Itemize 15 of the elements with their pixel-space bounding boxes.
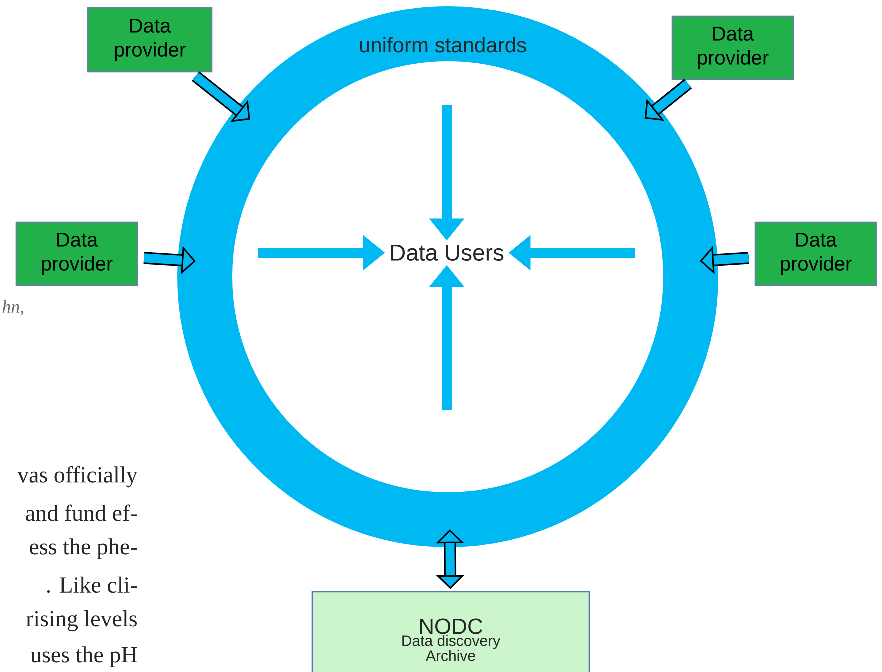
page-text: rising levels xyxy=(26,610,137,632)
page-text: hn, xyxy=(2,300,24,316)
page-text: uses the pH xyxy=(30,646,138,668)
page-text: . Like cli- xyxy=(47,576,137,594)
arrow xyxy=(644,79,692,122)
archive-box: NODC Data discovery Archive xyxy=(312,591,590,672)
page-text: ess the phe- xyxy=(30,538,137,560)
page-text: and fund ef- xyxy=(26,504,137,522)
page-text: vas officially xyxy=(18,466,138,488)
provider-box: Data provider xyxy=(672,16,794,80)
ring-label: uniform standards xyxy=(360,37,526,53)
center-label: Data Users xyxy=(391,244,504,262)
provider-box: Data provider xyxy=(16,222,138,286)
provider-box: Data provider xyxy=(754,222,878,286)
provider-box: Data provider xyxy=(87,7,213,73)
